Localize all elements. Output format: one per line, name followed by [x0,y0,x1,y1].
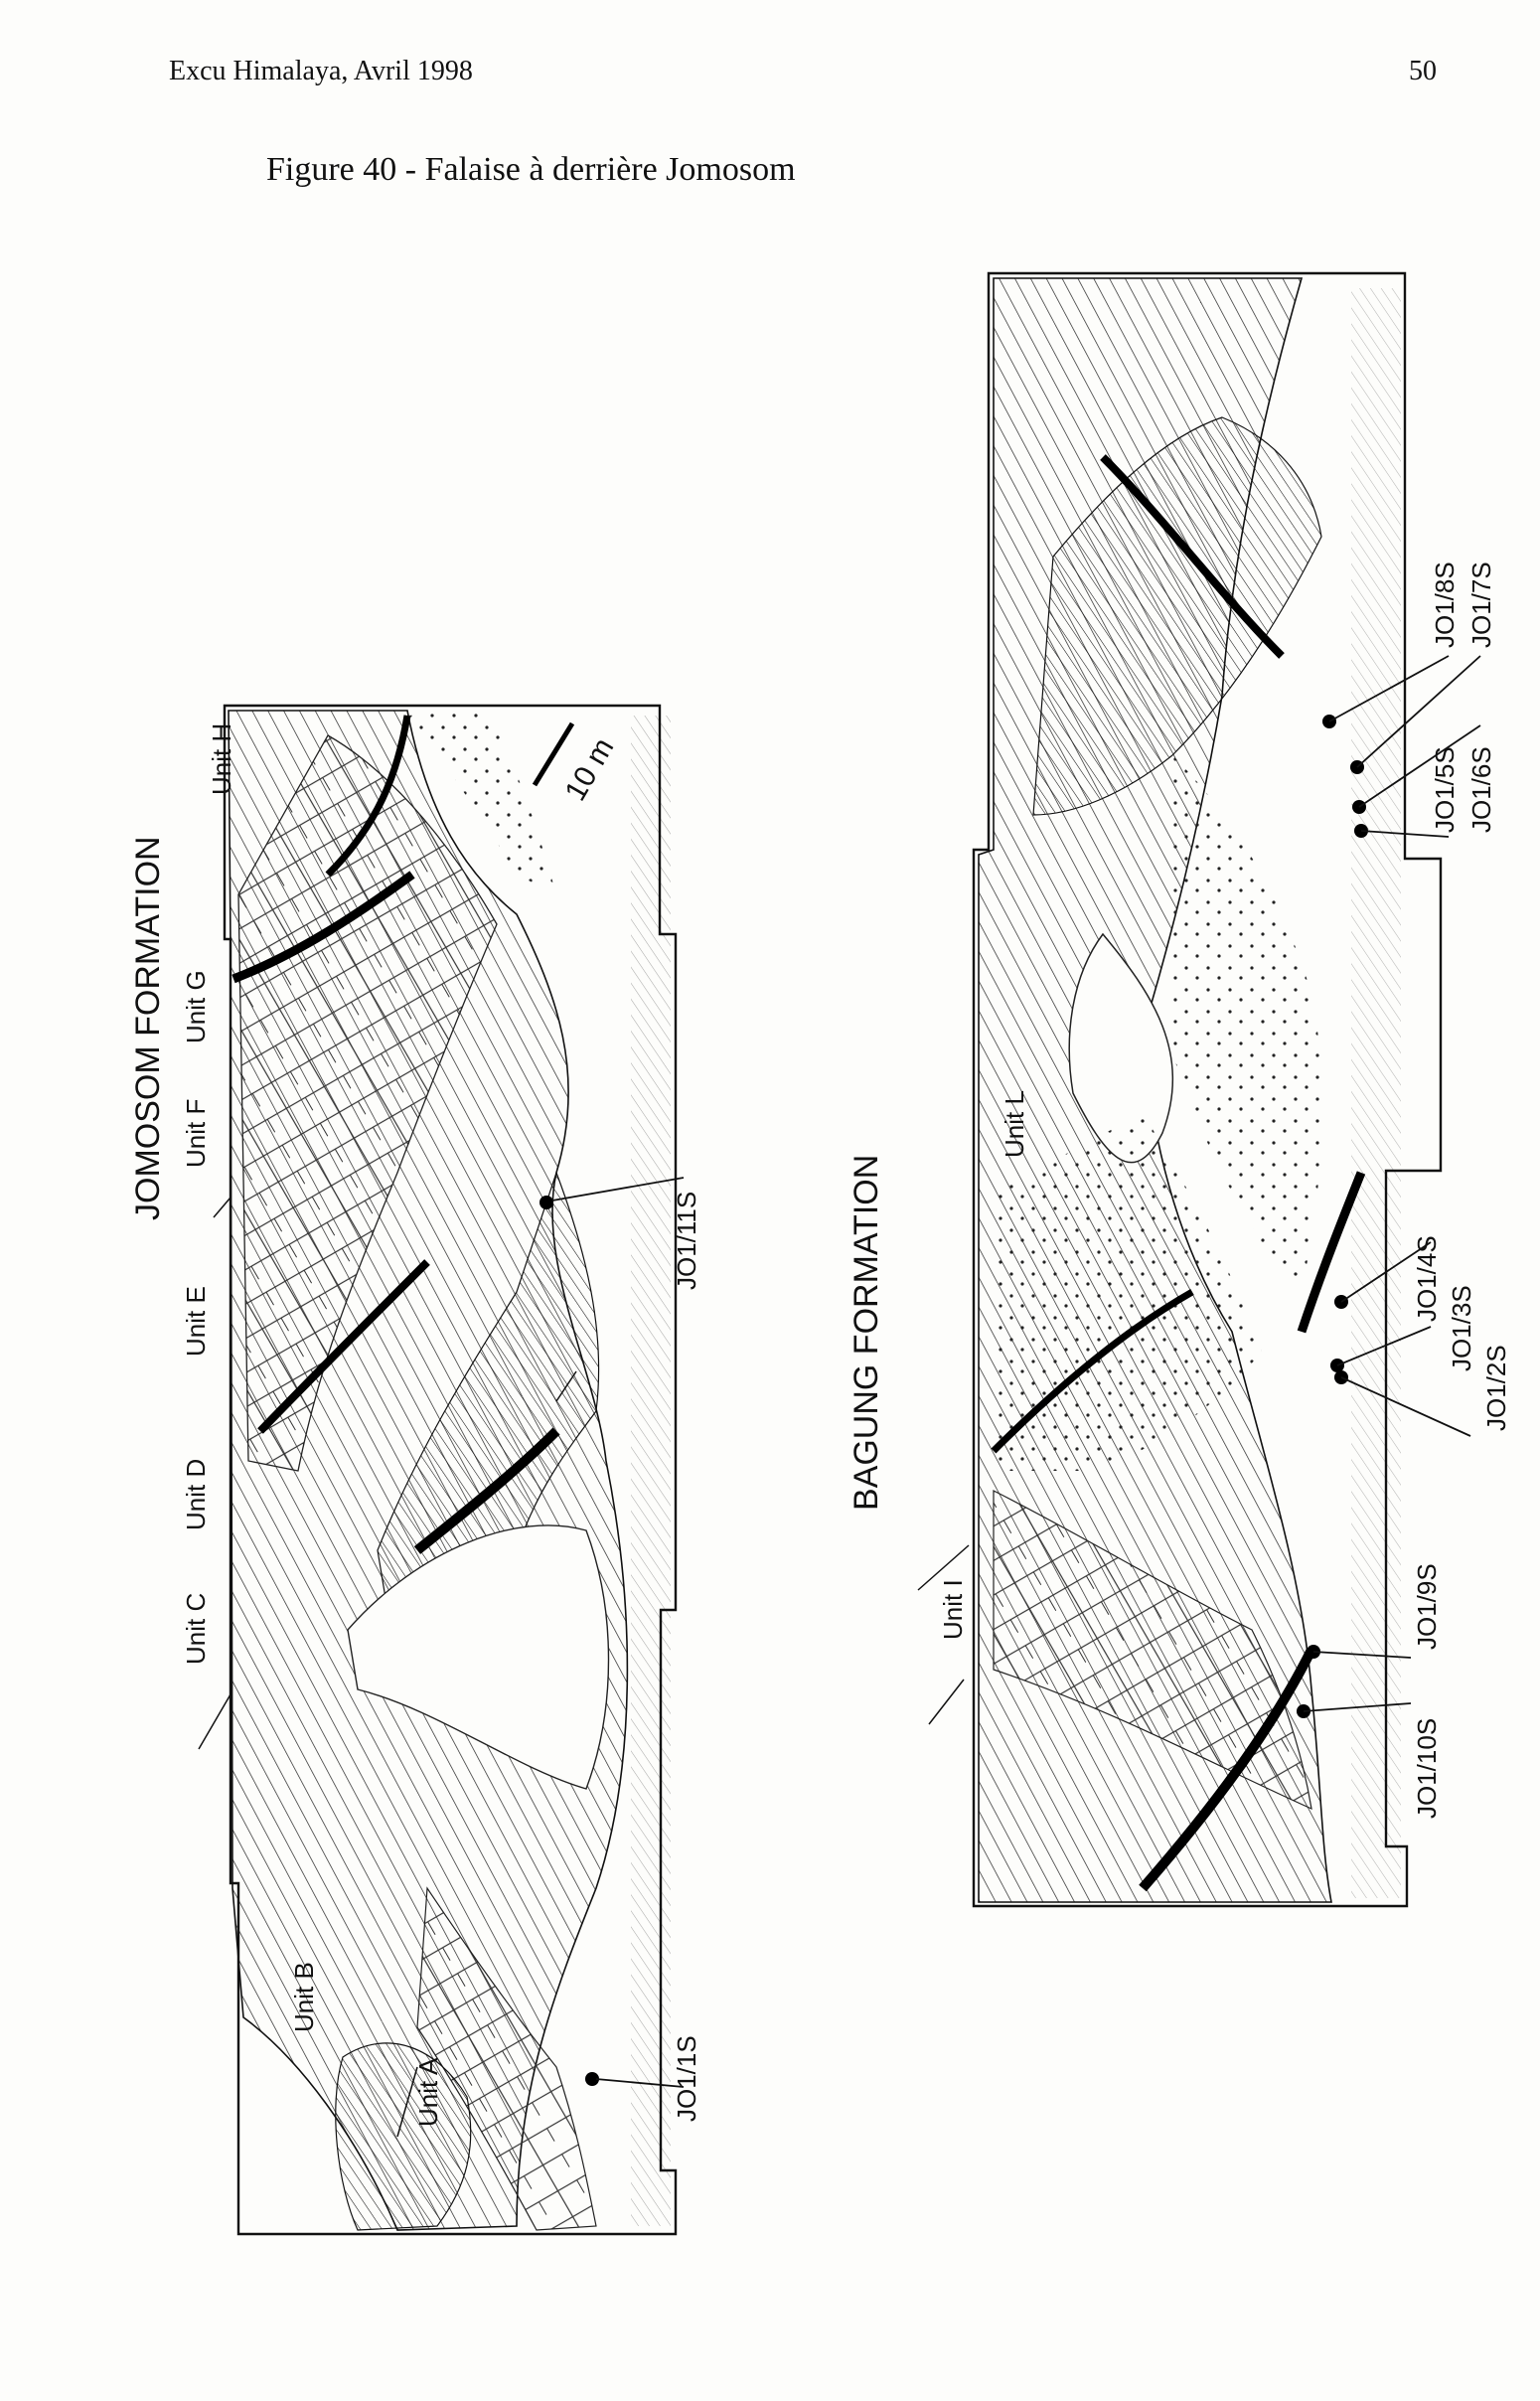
marker-bed [991,1288,1194,1454]
sandstone-band [1172,755,1322,1292]
formation-label-bagung: BAGUNG FORMATION [847,1155,885,1511]
sample-label-jo1-9s: JO1/9S [1412,1563,1442,1650]
figure-labels: JOMOSOM FORMATION BAGUNG FORMATION Unit … [129,561,1511,2127]
sample-point-jo1-1s [585,2072,599,2086]
sample-label-jo1-5s: JO1/5S [1430,746,1460,833]
leader-lines [1303,655,1481,1712]
sample-label-jo1-6s: JO1/6S [1466,746,1496,833]
village-base [631,716,671,2226]
limestone-blocks [993,1490,1312,1811]
scale-label: 10 m [558,732,620,806]
sample-label-jo1-7s: JO1/7S [1466,561,1496,648]
unit-label-l: Unit L [1000,1090,1029,1158]
unit-tick [198,1693,231,1750]
unit-tick [396,2066,418,2138]
unit-label-b: Unit B [289,1962,319,2032]
unit-tick [213,1197,231,1218]
sample-label-jo1-2s: JO1/2S [1481,1345,1511,1431]
leader-line [595,2078,685,2088]
sample-label-jo1-8s: JO1/8S [1430,561,1460,648]
sample-label-jo1-4s: JO1/4S [1412,1235,1442,1322]
panel-jomosom [198,704,685,2236]
panel-bagung [917,271,1481,1908]
scale-bar [532,721,575,787]
figure-title: Figure 40 - Falaise à derrière Jomosom [266,151,796,188]
sample-point-jo1-11s [539,1196,553,1209]
unit-label-f: Unit F [181,1099,211,1168]
scree-gap [347,1524,610,1790]
sample-label-jo1-10s: JO1/10S [1412,1718,1442,1819]
unit-label-h: Unit H [207,723,236,795]
marker-bed [231,871,415,984]
sandstone-band [407,711,556,894]
unit-label-e: Unit E [181,1286,211,1357]
limestone-blocks [237,734,498,1472]
page-number: 50 [1409,56,1437,86]
sample-label-jo1-11s: JO1/11S [672,1192,701,1290]
dark-beds [1032,416,1322,816]
marker-bed [257,1259,430,1434]
unit-label-a: Unit A [413,2057,443,2127]
sandstone-band [994,1113,1262,1471]
marker-bed [413,1427,560,1554]
sample-label-jo1-1s: JO1/1S [672,2035,701,2122]
unit-label-g: Unit G [181,970,211,1043]
running-header: Excu Himalaya, Avril 1998 [169,56,473,86]
unit-label-c: Unit C [181,1593,211,1665]
unit-tick [555,1370,577,1402]
marker-bed [325,715,411,878]
leader-line [551,1177,685,1201]
marker-bed [1100,454,1285,659]
unit-label-d: Unit D [181,1459,211,1530]
unit-tick [928,1679,965,1725]
unit-label-i: Unit I [938,1579,968,1640]
unit-tick [917,1544,970,1591]
panel-frame [972,271,1443,1908]
base-beds [335,2042,472,2231]
sample-label-jo1-3s: JO1/3S [1447,1285,1476,1371]
marker-bed [1139,1647,1316,1892]
village-base [1351,288,1401,1898]
formation-label-jomosom: JOMOSOM FORMATION [129,836,167,1220]
